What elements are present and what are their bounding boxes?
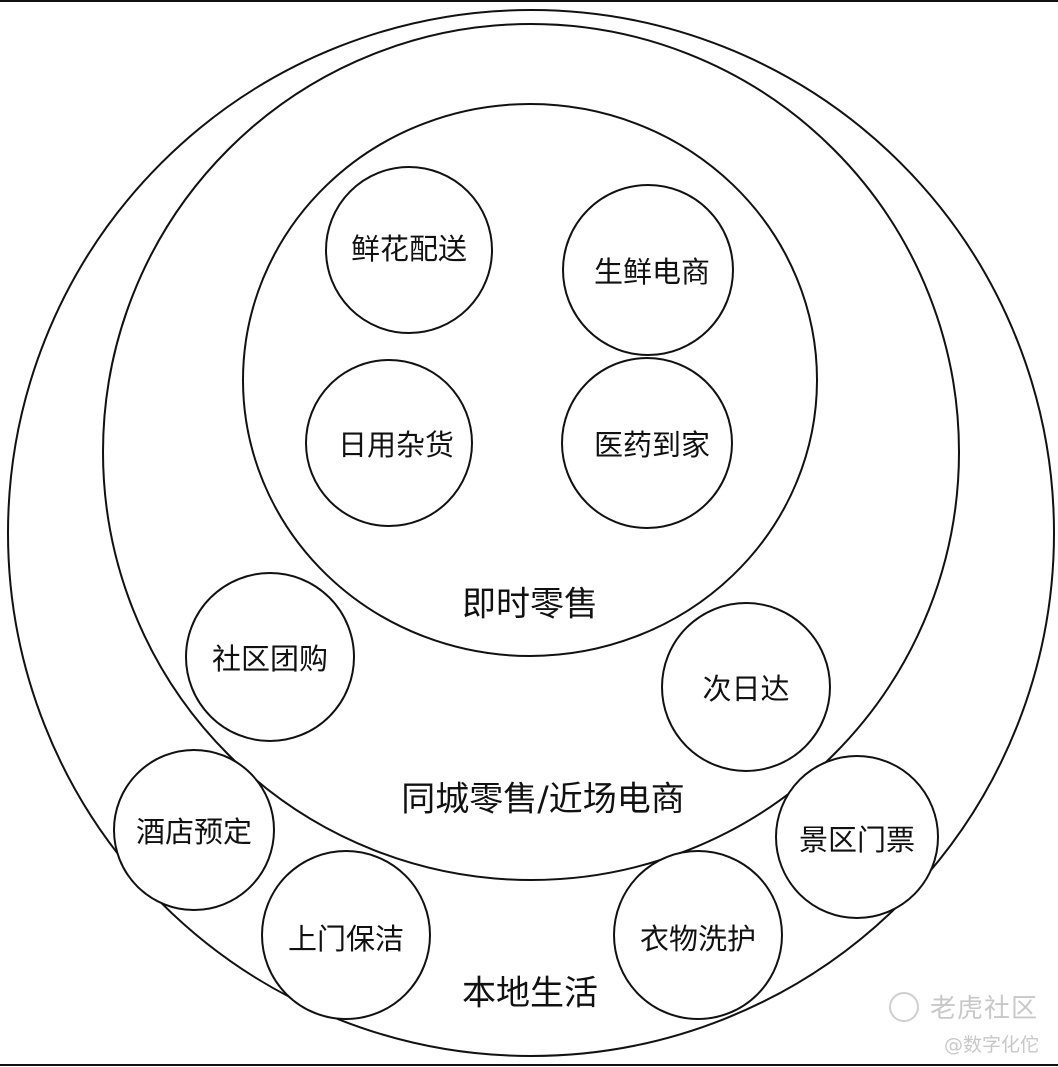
ring-instant-retail <box>242 103 818 657</box>
label-hotel-booking: 酒店预定 <box>135 815 253 849</box>
label-local-life: 本地生活 <box>462 973 598 1014</box>
label-flower-delivery: 鲜花配送 <box>350 232 468 266</box>
label-laundry: 衣物洗护 <box>639 922 757 956</box>
label-medicine-delivery: 医药到家 <box>593 428 711 462</box>
bubble-home-cleaning <box>261 850 431 1020</box>
label-community-group-buy: 社区团购 <box>211 642 329 676</box>
ring-local-life <box>7 9 1055 1057</box>
watermark-logo-icon <box>889 992 919 1022</box>
label-home-cleaning: 上门保洁 <box>287 922 405 956</box>
bubble-community-group-buy <box>185 572 355 742</box>
watermark-author: @数字化佗 <box>944 1034 1040 1056</box>
bubble-flower-delivery <box>325 166 493 334</box>
label-near-field: 同城零售/近场电商 <box>401 779 685 820</box>
watermark-brand: 老虎社区 <box>930 994 1039 1024</box>
label-instant-retail: 即时零售 <box>462 584 598 625</box>
bubble-daily-groceries <box>305 359 473 527</box>
bubble-laundry <box>613 850 783 1020</box>
bubble-next-day <box>661 602 831 772</box>
label-fresh-ecommerce: 生鲜电商 <box>593 255 711 289</box>
bubble-scenic-tickets <box>775 755 939 919</box>
label-next-day: 次日达 <box>702 672 790 706</box>
label-daily-groceries: 日用杂货 <box>337 428 455 462</box>
bubble-medicine-delivery <box>561 357 733 529</box>
label-scenic-tickets: 景区门票 <box>798 823 916 857</box>
bubble-fresh-ecommerce <box>562 184 734 356</box>
bubble-hotel-booking <box>113 749 275 911</box>
ring-near-field <box>102 23 960 881</box>
